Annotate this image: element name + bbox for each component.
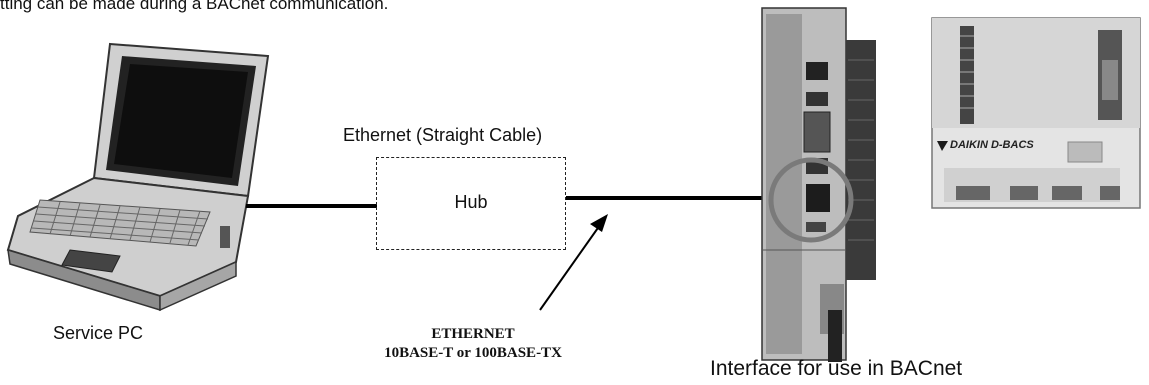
- hub-box: Hub: [376, 157, 566, 250]
- device-brand-label: DAIKIN D-BACS: [950, 139, 1034, 151]
- ethernet-spec-line1: ETHERNET: [431, 326, 515, 342]
- service-pc-label: Service PC: [53, 323, 144, 343]
- ethernet-spec-label: ETHERNET 10BASE-T or 100BASE-TX: [368, 325, 578, 363]
- ethernet-spec-line2: 10BASE-T or 100BASE-TX: [384, 345, 562, 361]
- interface-device-front-view: [931, 17, 1141, 209]
- intro-text: tting can be made during a BACnet commun…: [0, 0, 389, 13]
- laptop-illustration: [6, 42, 270, 312]
- port-highlight-circle: [768, 157, 854, 243]
- hub-label: Hub: [454, 192, 488, 212]
- interface-label: Interface for use in BACnet: [710, 357, 963, 380]
- arrow-head-icon: [590, 214, 608, 232]
- ethernet-cable-label: Ethernet (Straight Cable): [343, 125, 543, 145]
- interface-device-side-view: [761, 7, 876, 362]
